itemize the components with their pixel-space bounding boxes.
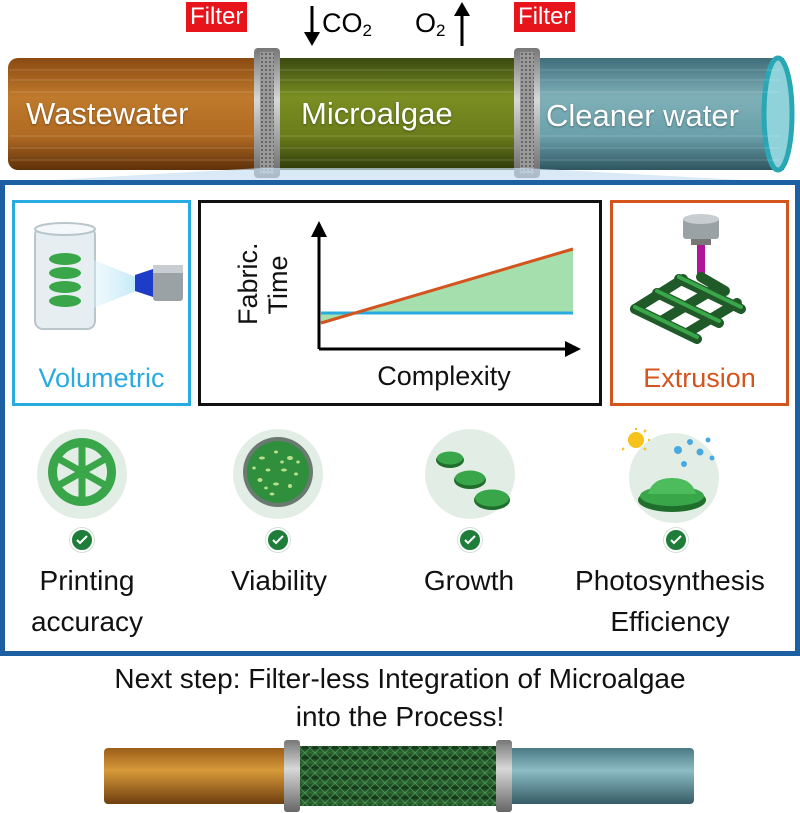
check-icon [70,528,94,552]
sun-icon [622,428,650,451]
y-axis-arrow [311,221,327,237]
panel-connector [20,168,780,182]
chart-box: Fabric. Time Complexity [198,200,602,406]
extrusion-label: Extrusion [643,363,756,393]
filter-label-left: Filter [186,2,248,32]
check-icon [458,528,482,552]
extrusion-printer-icon [630,214,746,344]
wastewater-segment [8,58,266,170]
filter-label-right: Filter [514,2,576,32]
volumetric-printer-icon [34,222,183,330]
extrusion-line [320,247,574,325]
bottom-pipe-illustration [104,740,694,812]
x-axis-label: Complexity [377,361,511,391]
cleaner-water-segment [522,58,784,170]
y-axis-label: Fabric. Time [233,242,293,325]
top-pipe-illustration [8,2,795,178]
microalgae-label: Microalgae [301,96,453,131]
volumetric-box: Volumetric [12,200,191,406]
volumetric-label: Volumetric [38,363,165,393]
property-viability: Viability [231,565,327,596]
filter-ring-left [254,48,280,178]
check-icon [664,528,688,552]
viability-icon [233,429,323,519]
complexity-time-chart [311,221,581,357]
printing-accuracy-icon [37,429,127,519]
photosynthesis-icon [622,428,719,523]
pipe-open-end [761,55,795,173]
main-panel [0,180,800,656]
cleaner-water-label: Cleaner water [546,98,739,133]
x-axis-arrow [565,341,581,357]
filter-ring-right [514,48,540,178]
property-growth: Growth [423,565,515,596]
growth-icon [425,429,515,519]
extrusion-box: Extrusion [610,200,789,406]
next-step-line1: Next step: Filter-less Integration of Mi… [114,663,686,694]
next-step-line2: into the Process! [295,701,505,732]
microalgae-segment [262,58,524,170]
o2-up-arrow-icon [454,2,470,46]
wastewater-label: Wastewater [26,96,189,131]
check-icon [266,528,290,552]
co2-down-arrow-icon [304,6,320,46]
